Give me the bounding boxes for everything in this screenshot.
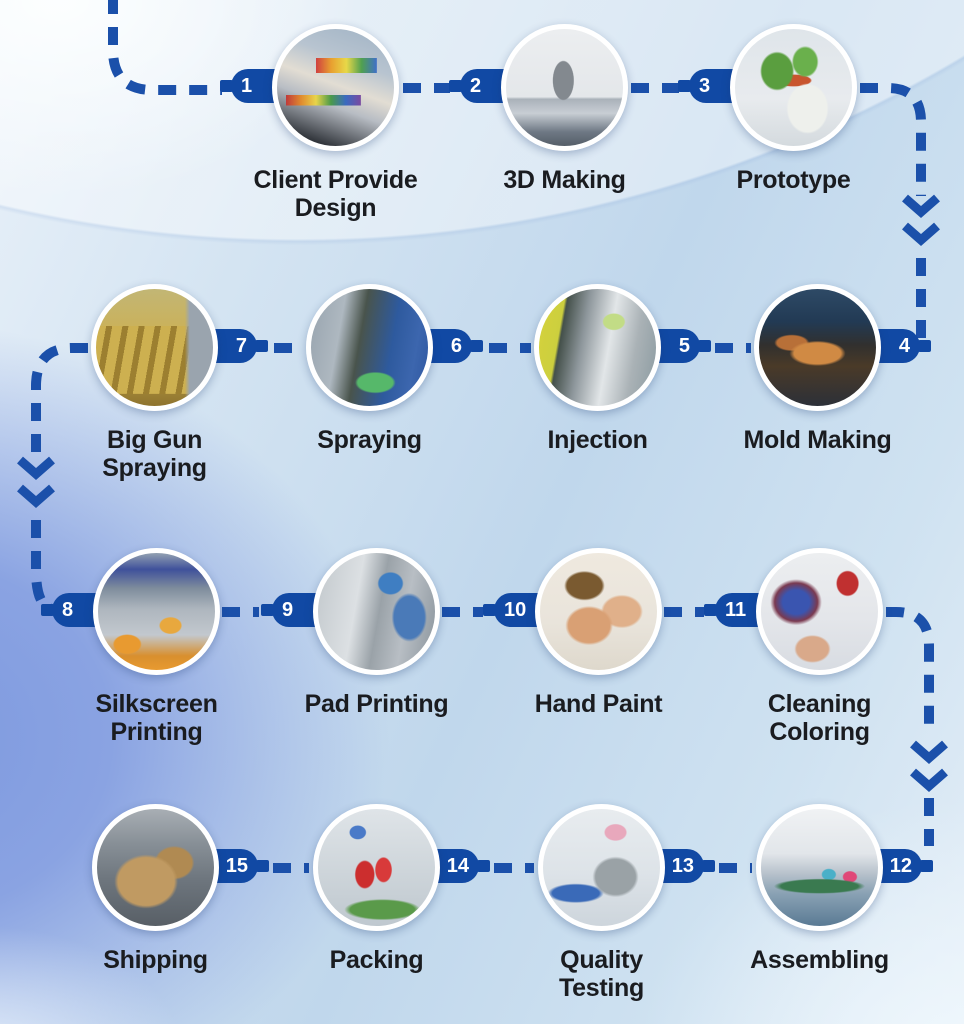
flow-step-6: 6 Spraying bbox=[306, 284, 483, 454]
step-number: 4 bbox=[898, 334, 910, 357]
step-number: 12 bbox=[889, 854, 912, 877]
step-number: 7 bbox=[235, 334, 247, 357]
step-number: 6 bbox=[450, 334, 462, 357]
injection-photo bbox=[534, 284, 661, 411]
step-number: 8 bbox=[62, 598, 74, 621]
prototype-photo bbox=[730, 24, 857, 151]
flow-dashed-lines bbox=[31, 0, 934, 873]
step-number: 5 bbox=[678, 334, 690, 357]
quality-testing-photo bbox=[538, 804, 665, 931]
step-number: 10 bbox=[504, 598, 527, 621]
3d-making-photo bbox=[501, 24, 628, 151]
step-label: Hand Paint bbox=[534, 690, 663, 718]
mold-making-photo bbox=[754, 284, 881, 411]
step-label: Assembling bbox=[750, 946, 889, 974]
connector-entry bbox=[108, 0, 222, 95]
step-label: Packing bbox=[329, 946, 424, 974]
flow-step-4: 4 Mold Making bbox=[743, 284, 931, 454]
chevron-down-icon bbox=[17, 484, 55, 508]
flow-step-15: 15 Shipping bbox=[92, 804, 269, 974]
flow-step-11: 11 Cleaning Coloring bbox=[704, 548, 883, 745]
step-label: Shipping bbox=[103, 946, 208, 974]
chevron-down-icon bbox=[17, 456, 55, 480]
flow-step-5: 5 Injection bbox=[534, 284, 711, 454]
silkscreen-printing-photo bbox=[93, 548, 220, 675]
flow-step-13: 13 Quality Testing bbox=[538, 804, 715, 1001]
flow-step-1: 1 Client Provide Design bbox=[220, 24, 418, 221]
step-number: 9 bbox=[282, 598, 294, 621]
chevron-down-icon bbox=[902, 222, 940, 246]
step-label: Big Gun Spraying bbox=[102, 426, 207, 482]
step-number: 2 bbox=[470, 74, 482, 97]
step-label: Spraying bbox=[317, 426, 422, 454]
connector-7-8-upper bbox=[31, 343, 88, 452]
flow-step-8: 8 Silkscreen Printing bbox=[41, 548, 220, 745]
assembling-photo bbox=[756, 804, 883, 931]
step-label: Injection bbox=[547, 426, 648, 454]
step-label: 3D Making bbox=[503, 166, 626, 194]
flow-step-12: 12 Assembling bbox=[750, 804, 933, 974]
hand-paint-photo bbox=[535, 548, 662, 675]
flow-step-10: 10 Hand Paint bbox=[483, 548, 663, 718]
connector-7-8-lower bbox=[31, 520, 54, 614]
shipping-photo bbox=[92, 804, 219, 931]
step-number: 14 bbox=[446, 854, 469, 877]
pad-printing-photo bbox=[313, 548, 440, 675]
packing-photo bbox=[313, 804, 440, 931]
flow-step-3: 3 Prototype bbox=[678, 24, 857, 194]
connector-11-12-upper bbox=[886, 607, 934, 736]
spraying-photo bbox=[306, 284, 433, 411]
flow-step-7: 7 Big Gun Spraying bbox=[91, 284, 268, 481]
step-number: 13 bbox=[671, 854, 694, 877]
client-provide-design-photo bbox=[272, 24, 399, 151]
chevron-down-icon bbox=[910, 768, 948, 792]
step-label: Mold Making bbox=[743, 426, 892, 454]
step-number: 11 bbox=[725, 598, 747, 621]
step-label: Prototype bbox=[736, 166, 851, 194]
step-number: 1 bbox=[241, 74, 253, 97]
flow-step-2: 2 3D Making bbox=[449, 24, 628, 194]
step-number-badge: 10 bbox=[483, 593, 552, 627]
flow-step-14: 14 Packing bbox=[313, 804, 490, 974]
step-label: Quality Testing bbox=[559, 946, 644, 1002]
step-number: 15 bbox=[225, 854, 248, 877]
cleaning-coloring-photo bbox=[756, 548, 883, 675]
step-label: Pad Printing bbox=[304, 690, 449, 718]
big-gun-spraying-photo bbox=[91, 284, 218, 411]
chevron-down-icon bbox=[902, 194, 940, 218]
step-number: 3 bbox=[699, 74, 711, 97]
step-label: Client Provide Design bbox=[253, 166, 418, 222]
flow-arrows bbox=[17, 194, 948, 792]
flow-step-9: 9 Pad Printing bbox=[261, 548, 449, 718]
step-label: Cleaning Coloring bbox=[767, 690, 872, 746]
step-label: Silkscreen Printing bbox=[95, 690, 218, 746]
chevron-down-icon bbox=[910, 740, 948, 764]
